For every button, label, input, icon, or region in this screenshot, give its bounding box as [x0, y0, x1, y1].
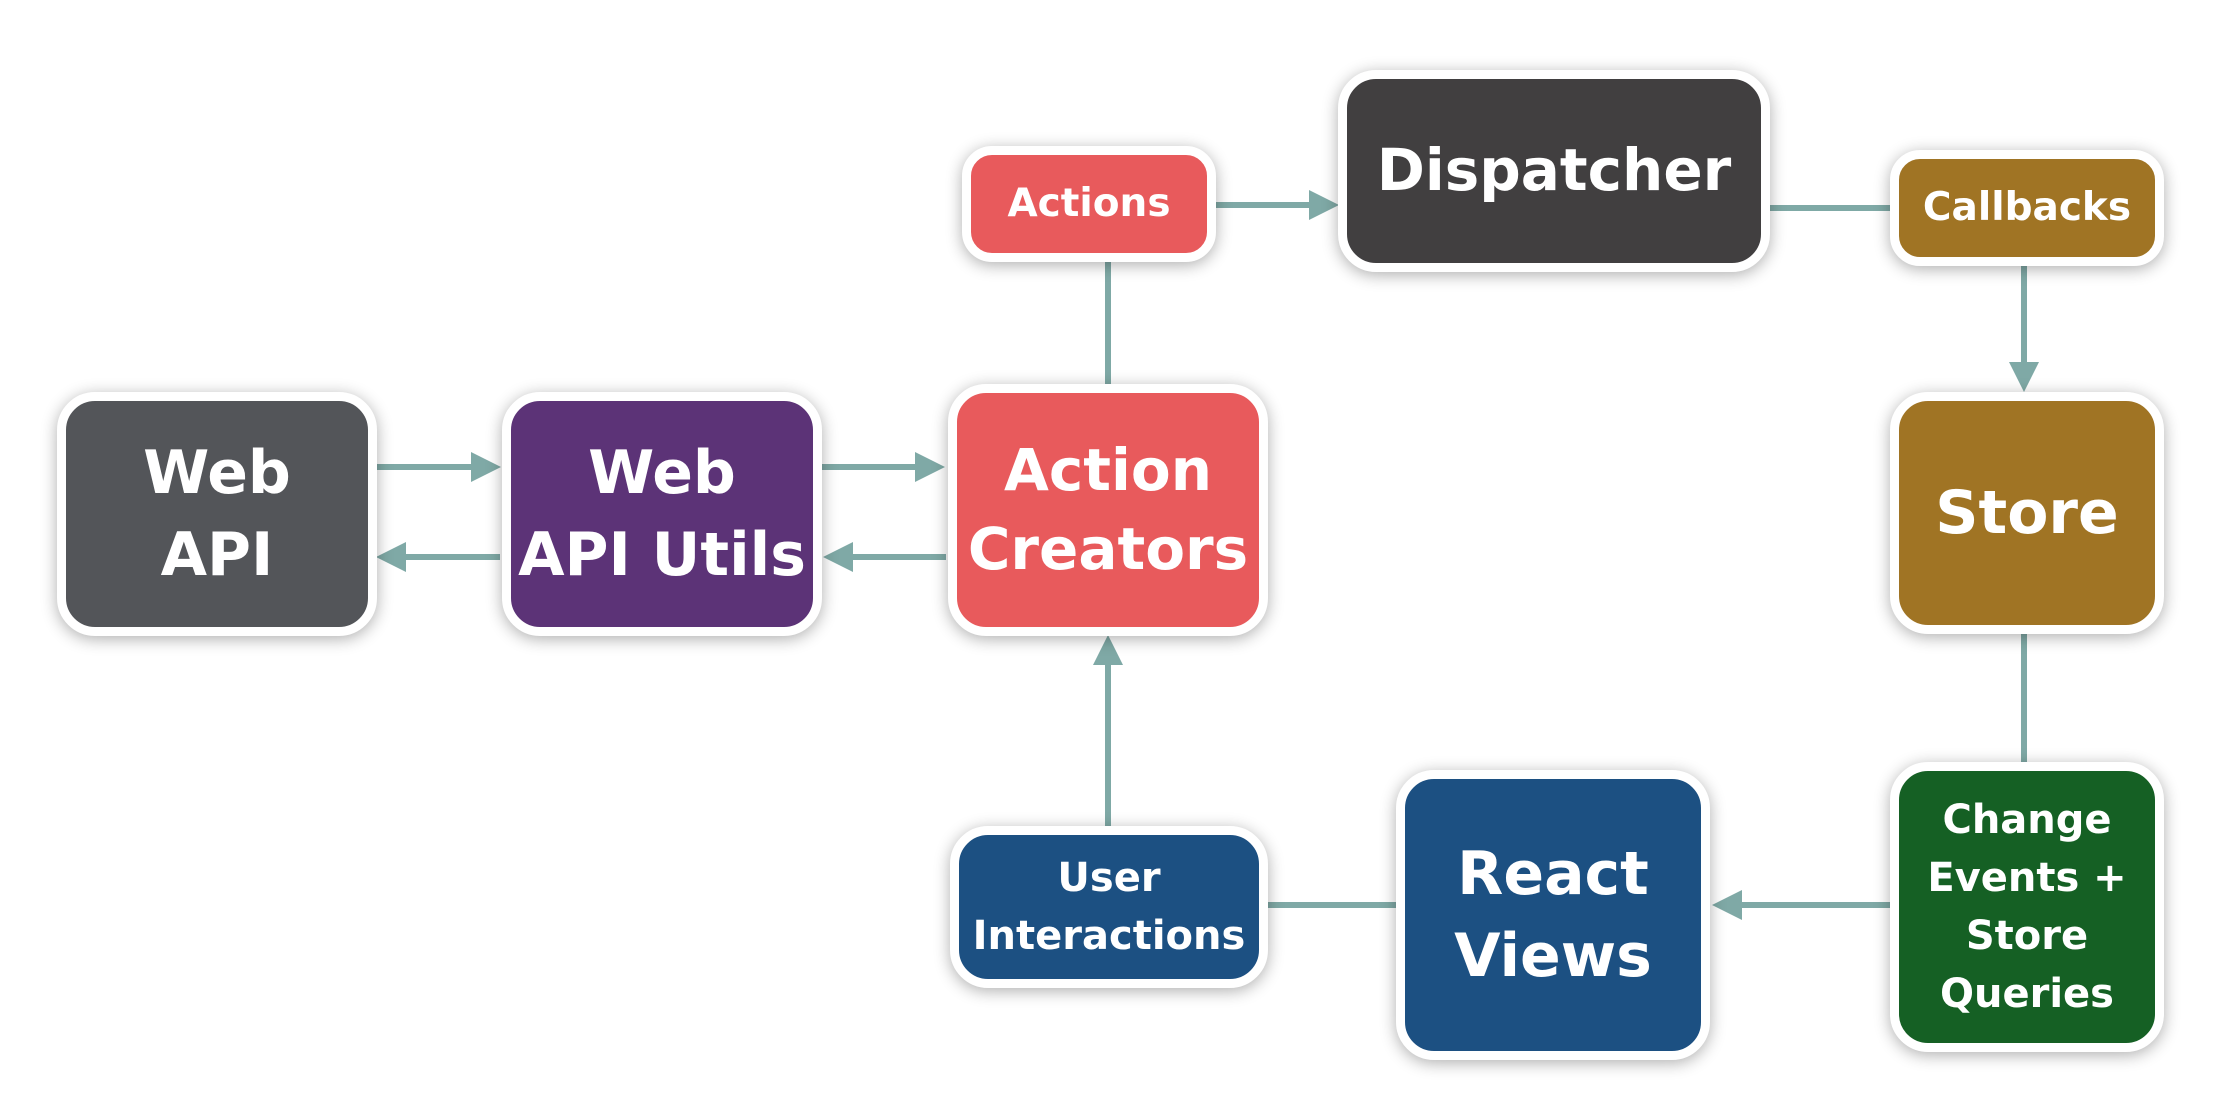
node-user-interactions: User Interactions: [950, 826, 1268, 988]
node-action-creators: Action Creators: [948, 384, 1268, 636]
node-web-api: Web API: [57, 392, 377, 636]
node-web-api-utils: Web API Utils: [502, 392, 822, 636]
node-react-views: React Views: [1396, 770, 1710, 1060]
node-change-events-store-queries: Change Events + Store Queries: [1890, 762, 2164, 1052]
node-callbacks: Callbacks: [1890, 150, 2164, 266]
node-dispatcher: Dispatcher: [1338, 70, 1770, 272]
node-actions: Actions: [962, 146, 1216, 262]
node-store: Store: [1890, 392, 2164, 634]
